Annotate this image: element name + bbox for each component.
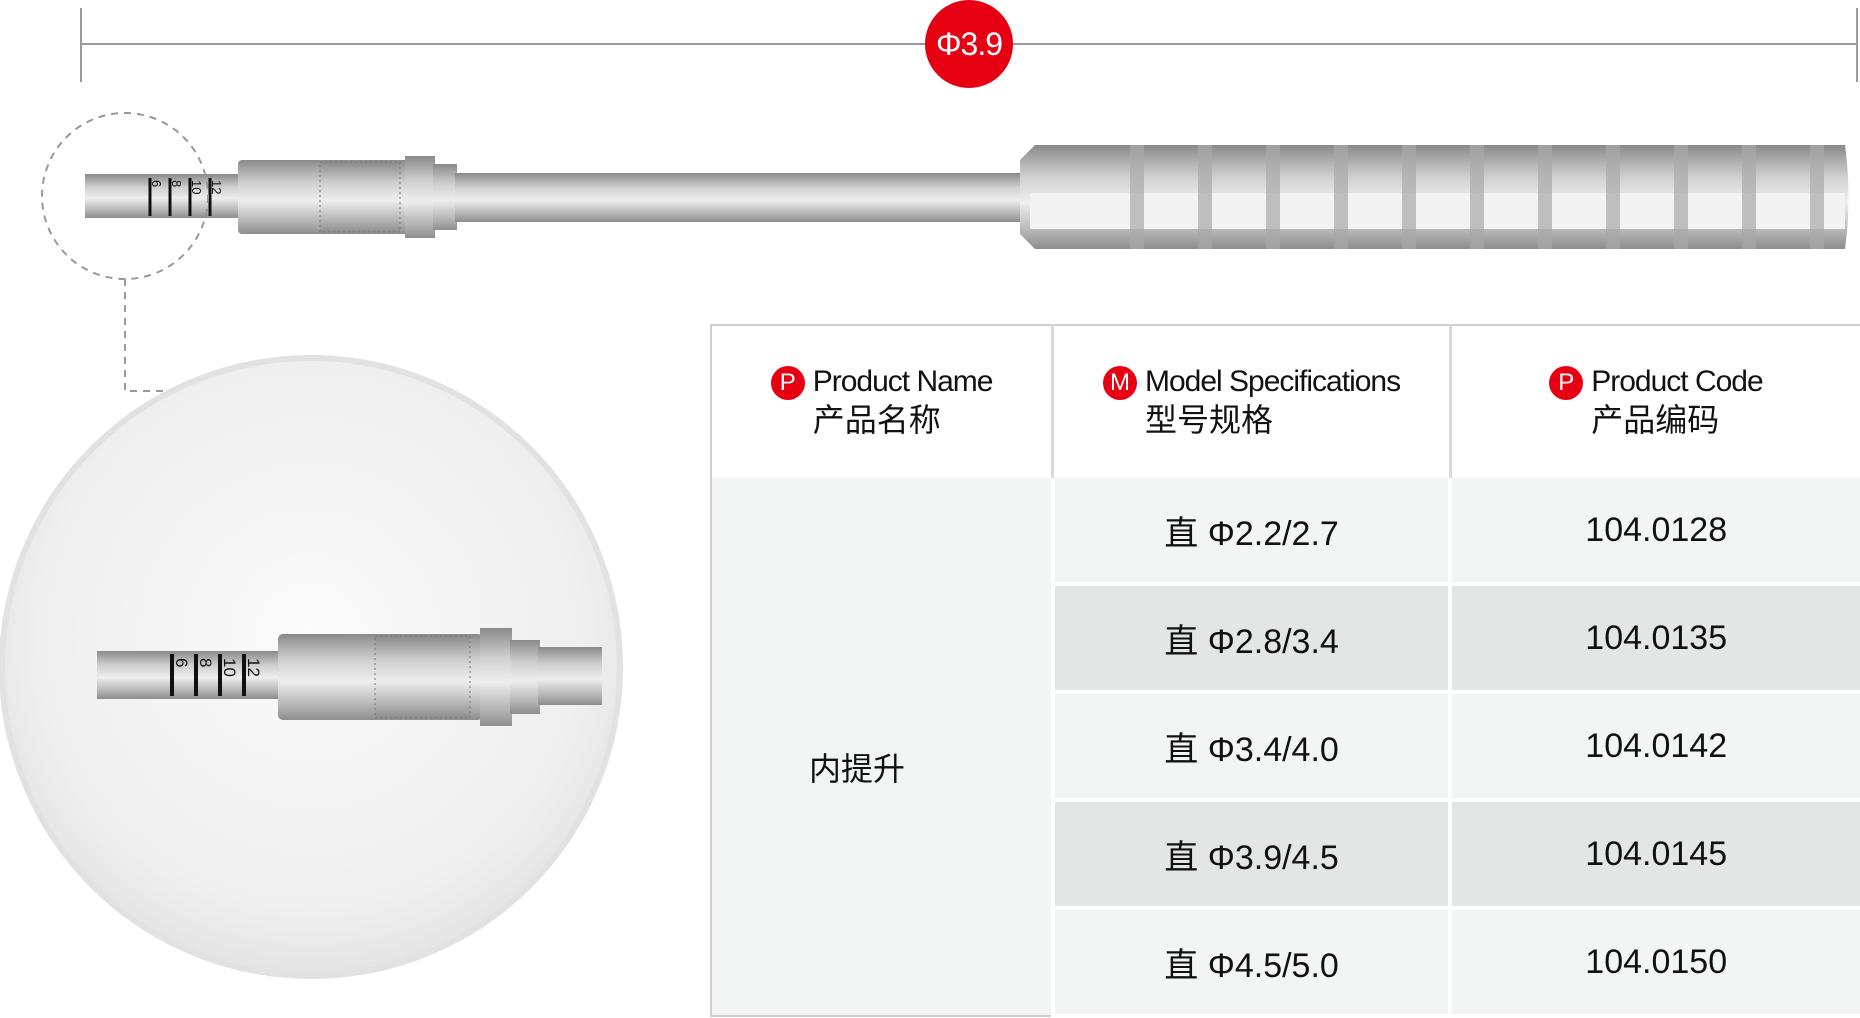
spec-cell: 直 Φ3.4/4.0 bbox=[1052, 692, 1453, 802]
ruler-mark-label: 10 bbox=[189, 180, 204, 194]
header-en: Product Name bbox=[812, 365, 994, 398]
code-cell: 104.0145 bbox=[1450, 800, 1860, 910]
table-row: 直 Φ2.8/3.4 104.0135 bbox=[711, 584, 1860, 694]
handle-groove bbox=[1606, 145, 1620, 249]
header-model-spec: M Model Specifications 型号规格 bbox=[1052, 325, 1452, 478]
table-row: 内提升 直 Φ2.2/2.7 104.0128 bbox=[711, 478, 1860, 1016]
ruler-mark-label: 10 bbox=[220, 658, 239, 677]
spec-cell: 直 Φ3.9/4.5 bbox=[1052, 800, 1453, 910]
p-circle-icon: P bbox=[1549, 366, 1584, 400]
handle-groove bbox=[1470, 145, 1484, 249]
handle-groove bbox=[1130, 145, 1144, 249]
table-row: 直 Φ3.4/4.0 104.0142 bbox=[711, 692, 1860, 802]
ruler-mark-label: 6 bbox=[149, 180, 164, 187]
diameter-badge: Φ3.9 bbox=[925, 0, 1013, 88]
table-row: 直 Φ4.5/5.0 104.0150 bbox=[711, 908, 1860, 1018]
handle-groove bbox=[1198, 145, 1212, 249]
table-row: 直 Φ3.9/4.5 104.0145 bbox=[711, 800, 1860, 910]
header-product-code: P Product Code 产品编码 bbox=[1450, 325, 1860, 478]
handle-groove bbox=[1402, 145, 1416, 249]
handle-groove bbox=[1334, 145, 1348, 249]
product-name-cell: 内提升 bbox=[711, 478, 1055, 1016]
ruler-mark-label: 12 bbox=[244, 658, 263, 677]
m-circle-icon: M bbox=[1102, 366, 1137, 400]
spec-cell: 直 Φ4.5/5.0 bbox=[1052, 908, 1453, 1018]
instrument-overview bbox=[85, 145, 1849, 249]
ruler-mark-label: 6 bbox=[172, 658, 191, 667]
code-cell: 104.0128 bbox=[1450, 478, 1860, 586]
header-product-name: P Product Name 产品名称 bbox=[711, 325, 1055, 478]
code-cell: 104.0142 bbox=[1450, 692, 1860, 802]
zoom-callout bbox=[41, 112, 209, 392]
header-en: Product Code bbox=[1591, 365, 1763, 398]
handle-groove bbox=[1538, 145, 1552, 249]
product-spec-table: P Product Name 产品名称 M Model Specification… bbox=[710, 324, 1860, 1018]
detail-magnifier bbox=[0, 355, 623, 979]
spec-cell: 直 Φ2.8/3.4 bbox=[1052, 584, 1453, 694]
spec-cell: 直 Φ2.2/2.7 bbox=[1052, 478, 1453, 586]
code-cell: 104.0135 bbox=[1450, 584, 1860, 694]
header-cn: 型号规格 bbox=[1144, 402, 1273, 438]
handle-groove bbox=[1266, 145, 1280, 249]
ruler-mark-label: 12 bbox=[209, 180, 224, 194]
header-cn: 产品名称 bbox=[812, 402, 941, 438]
header-en: Model Specifications bbox=[1144, 365, 1401, 398]
code-cell: 104.0150 bbox=[1450, 908, 1860, 1018]
handle-groove bbox=[1674, 145, 1688, 249]
ruler-mark-label: 8 bbox=[196, 658, 215, 667]
ruler-mark-label: 8 bbox=[169, 180, 184, 187]
handle-groove bbox=[1742, 145, 1756, 249]
table-header-row: P Product Name 产品名称 M Model Specification… bbox=[711, 325, 1860, 478]
header-cn: 产品编码 bbox=[1591, 402, 1720, 438]
handle-groove bbox=[1810, 145, 1824, 249]
p-circle-icon: P bbox=[770, 366, 805, 400]
